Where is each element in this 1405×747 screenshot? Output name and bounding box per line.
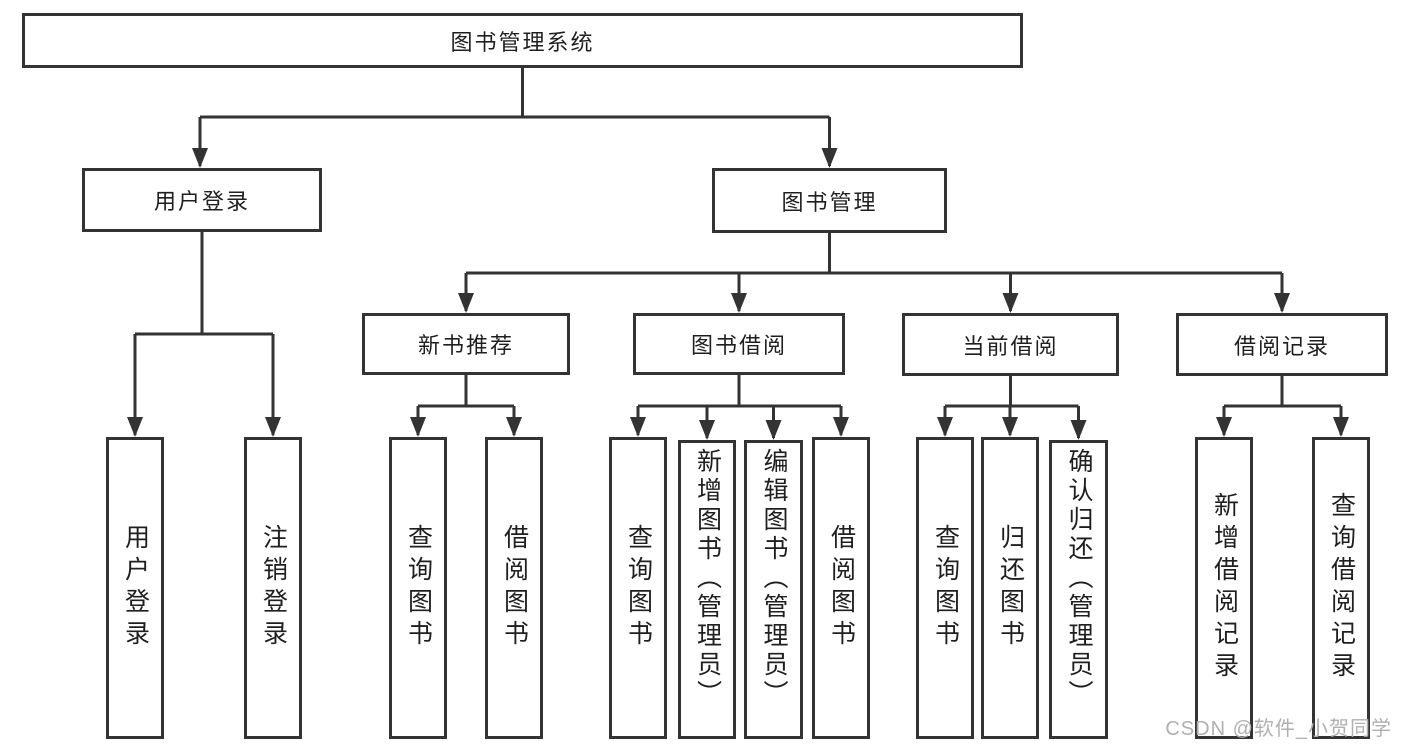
node-label: 当前借阅 xyxy=(962,333,1059,359)
node-book-management: 图书管理 xyxy=(712,168,947,233)
node-label: 确认归还（管理员） xyxy=(1065,448,1093,709)
leaf-br-add-borrow-record: 新增借阅记录 xyxy=(1195,437,1253,739)
node-label: 图书管理系统 xyxy=(450,29,595,55)
node-label: 借阅记录 xyxy=(1233,333,1330,359)
connector-lines xyxy=(133,68,1343,438)
leaf-user-login: 用户登录 xyxy=(106,437,164,739)
node-label: 归还图书 xyxy=(996,524,1025,652)
node-label: 新书推荐 xyxy=(417,333,514,358)
leaf-bb-add-books-admin: 新增图书（管理员） xyxy=(678,440,736,739)
leaf-nbr-borrow-books: 借阅图书 xyxy=(485,437,543,739)
node-label: 查询借阅记录 xyxy=(1327,492,1356,684)
leaf-br-query-borrow-record: 查询借阅记录 xyxy=(1312,437,1370,739)
node-label: 图书管理 xyxy=(781,189,878,215)
node-label: 查询图书 xyxy=(624,524,653,652)
watermark: CSDN @软件_小贺同学 xyxy=(1165,718,1392,740)
leaf-bb-borrow-books: 借阅图书 xyxy=(812,437,870,739)
node-new-book-recommend: 新书推荐 xyxy=(362,313,570,375)
node-label: 新增图书（管理员） xyxy=(693,448,722,709)
node-label: 借阅图书 xyxy=(827,524,856,652)
node-root: 图书管理系统 xyxy=(22,13,1023,68)
leaf-nbr-query-books: 查询图书 xyxy=(389,437,447,739)
node-label: 用户登录 xyxy=(121,524,150,652)
leaf-logout-login: 注销登录 xyxy=(244,437,302,739)
node-label: 编辑图书（管理员） xyxy=(760,448,788,709)
node-book-borrow: 图书借阅 xyxy=(633,313,845,375)
leaf-cb-query-books: 查询图书 xyxy=(916,437,974,739)
node-label: 用户登录 xyxy=(153,189,250,214)
leaf-cb-return-books: 归还图书 xyxy=(981,437,1039,739)
leaf-bb-query-books: 查询图书 xyxy=(609,437,667,739)
node-label: 查询图书 xyxy=(931,524,960,652)
node-current-borrow: 当前借阅 xyxy=(902,313,1119,376)
node-borrow-records: 借阅记录 xyxy=(1176,313,1388,376)
node-label: 借阅图书 xyxy=(500,524,529,652)
node-label: 图书借阅 xyxy=(690,333,787,358)
node-label: 查询图书 xyxy=(404,524,433,652)
node-label: 新增借阅记录 xyxy=(1210,492,1239,684)
leaf-bb-edit-books-admin: 编辑图书（管理员） xyxy=(744,440,803,739)
node-user-login: 用户登录 xyxy=(82,168,322,232)
leaf-cb-confirm-return-admin: 确认归还（管理员） xyxy=(1049,440,1108,739)
connector-arrowheads xyxy=(127,148,1349,440)
node-label: 注销登录 xyxy=(259,524,288,652)
